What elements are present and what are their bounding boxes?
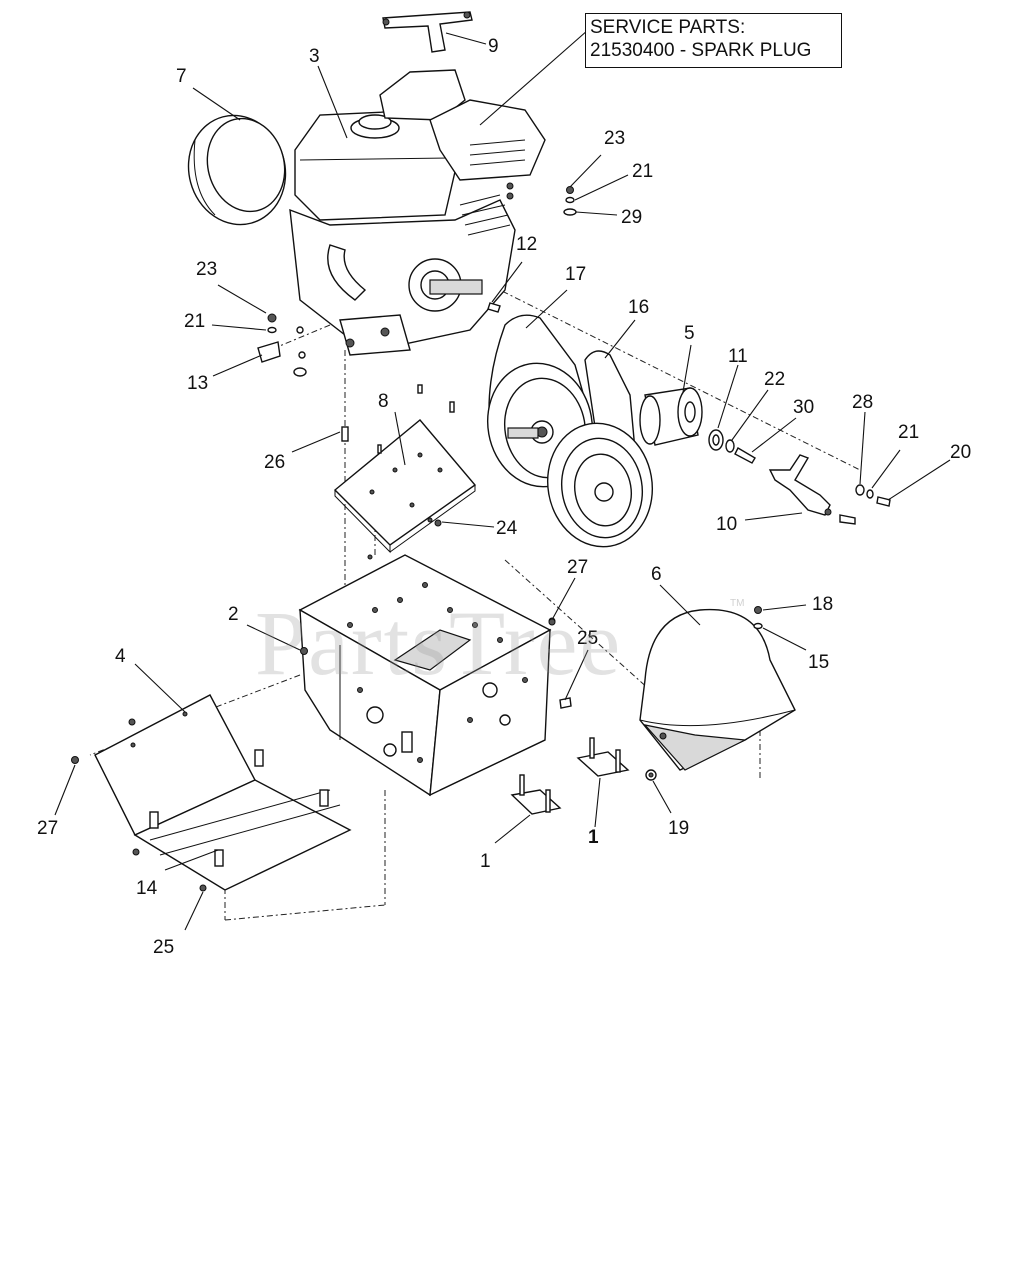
- callout-30: 30: [793, 397, 814, 418]
- part-5-hub: [639, 387, 703, 446]
- callout-21-far-right: 21: [898, 422, 919, 443]
- callout-13: 13: [187, 373, 208, 394]
- parts-18-15-19-hardware: [645, 606, 763, 781]
- callout-25-frame: 25: [577, 628, 598, 649]
- service-parts-spark-plug: 21530400 - SPARK PLUG: [590, 40, 812, 61]
- callout-23-left: 23: [196, 259, 217, 280]
- callout-4: 4: [115, 646, 126, 667]
- callout-29: 29: [621, 207, 642, 228]
- callout-21-left: 21: [184, 311, 205, 332]
- callout-10: 10: [716, 514, 737, 535]
- callout-1-right: 1: [588, 827, 599, 848]
- callout-labels: 9 7 3 23 21 29 23 21 13 12 17 16 5 11 22…: [37, 36, 971, 958]
- callout-24: 24: [496, 518, 518, 539]
- callout-27-skid: 27: [37, 818, 58, 839]
- part-1-brackets: [510, 737, 630, 815]
- watermark-trademark: TM: [730, 598, 745, 609]
- parts-11-22-30-hardware: [708, 429, 756, 464]
- partstree-watermark: PartsTree: [255, 592, 623, 694]
- callout-22: 22: [764, 369, 785, 390]
- parts-25-27-hardware: [548, 618, 572, 709]
- part-26-pin: [341, 426, 349, 442]
- callout-11: 11: [728, 346, 748, 367]
- callout-12: 12: [516, 234, 537, 255]
- part-2-frame: [298, 554, 556, 797]
- callout-27-frame: 27: [567, 557, 588, 578]
- part-6-belt-cover: [639, 608, 796, 771]
- callout-9: 9: [488, 36, 499, 57]
- part-8-plate: [333, 384, 477, 554]
- part-16-belt-pulley: [546, 350, 654, 548]
- callout-6: 6: [651, 564, 662, 585]
- callout-19: 19: [668, 818, 689, 839]
- callout-7: 7: [176, 66, 187, 87]
- parts-28-21-20-hardware: [855, 484, 891, 507]
- callout-20: 20: [950, 442, 971, 463]
- service-parts-heading: SERVICE PARTS:: [590, 17, 746, 38]
- callout-14: 14: [136, 878, 158, 899]
- callout-5: 5: [684, 323, 695, 344]
- callout-15: 15: [808, 652, 829, 673]
- callout-21-right: 21: [632, 161, 653, 182]
- callout-3: 3: [309, 46, 320, 67]
- callout-26: 26: [264, 452, 285, 473]
- callout-1-left: 1: [480, 851, 491, 872]
- part-7-ring: [187, 114, 287, 226]
- callout-18: 18: [812, 594, 833, 615]
- service-parts-box: SERVICE PARTS: 21530400 - SPARK PLUG: [585, 13, 842, 68]
- callout-2: 2: [228, 604, 239, 625]
- callout-25-skid: 25: [153, 937, 174, 958]
- callout-8: 8: [378, 391, 389, 412]
- part-3-engine: [289, 69, 546, 356]
- callout-17: 17: [565, 264, 586, 285]
- part-4-skid-plate: [71, 694, 352, 892]
- callout-28: 28: [852, 392, 873, 413]
- callout-23-right: 23: [604, 128, 625, 149]
- hardware-engine-mount: [257, 186, 577, 377]
- part-24-bolt: [434, 519, 442, 527]
- leader-lines: [54, 29, 951, 931]
- callout-16: 16: [628, 297, 649, 318]
- part-10-bracket-arm: [768, 454, 856, 525]
- part-9-bracket: [382, 11, 473, 53]
